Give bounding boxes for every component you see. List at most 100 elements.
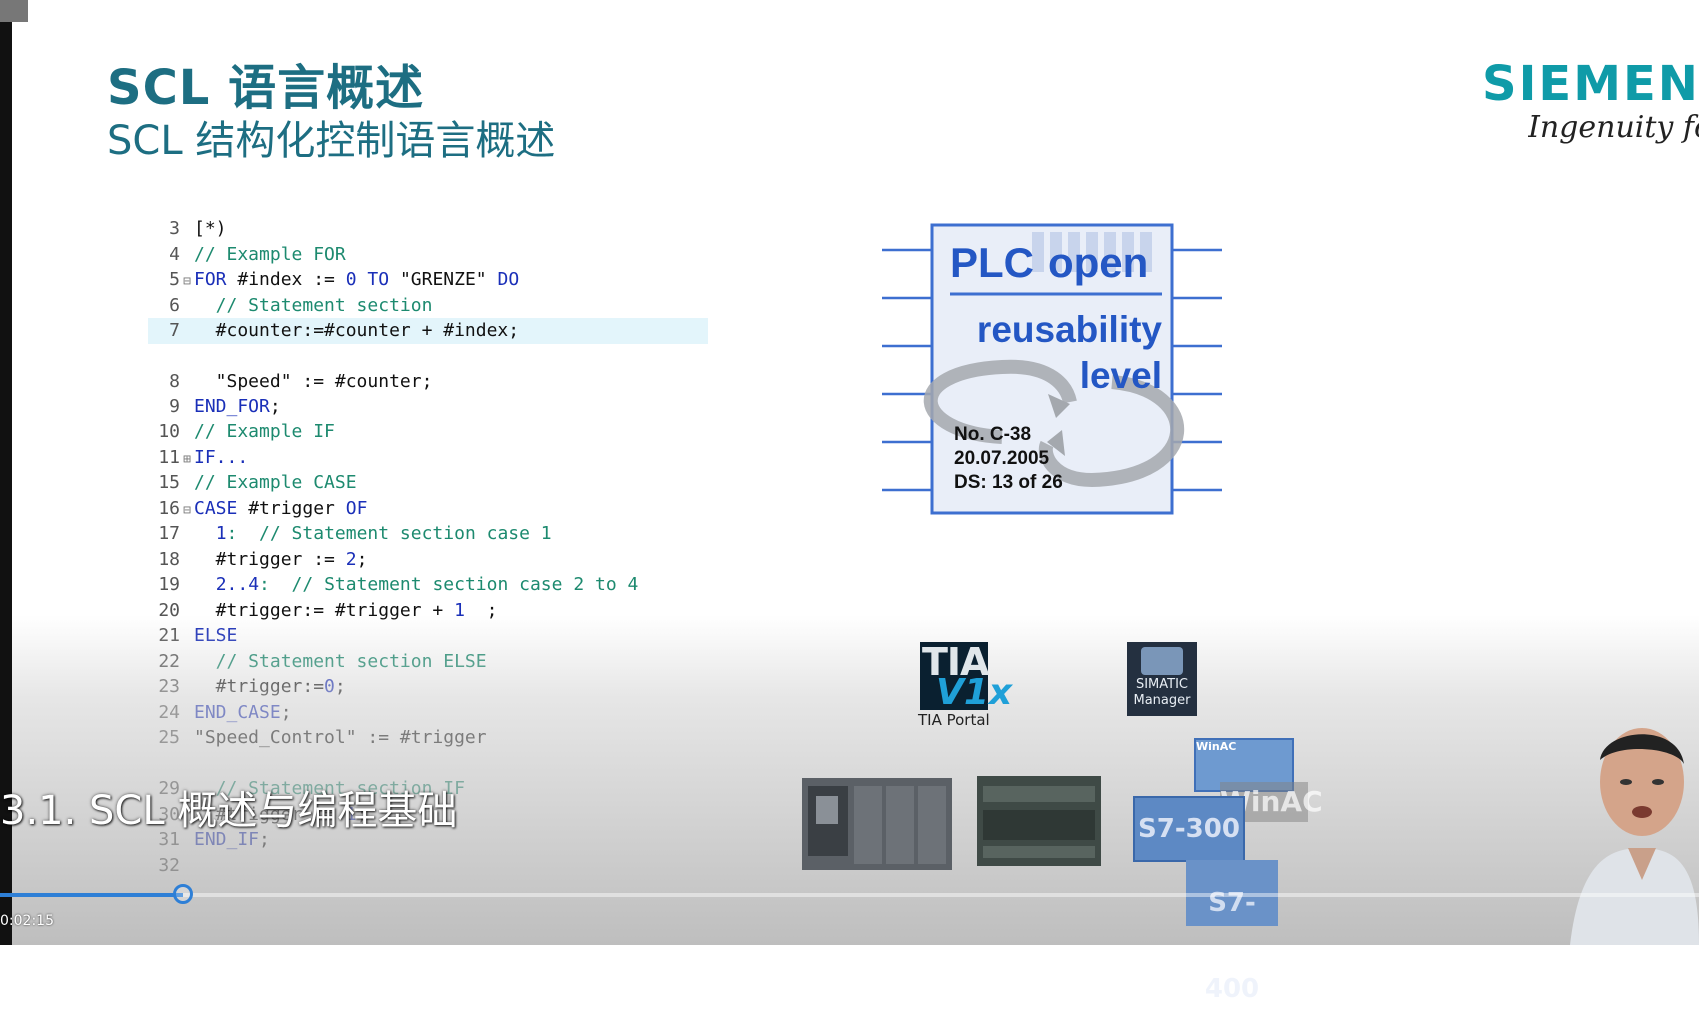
code-token [194, 523, 216, 544]
slide-title: SCL 语言概述 [107, 60, 425, 116]
progress-fill [0, 893, 183, 897]
code-token: END_FOR [194, 395, 270, 417]
code-token: END_CASE [194, 701, 281, 723]
code-token: #index := [226, 269, 346, 290]
video-caption: 3.1. SCL 概述与编程基础 [0, 788, 458, 834]
plcopen-reusability: reusability [977, 309, 1162, 350]
code-token: #trigger [237, 497, 346, 519]
code-token: // Statement section ELSE [194, 650, 487, 672]
line-number: 25 [158, 727, 180, 748]
line-number: 10 [158, 421, 180, 442]
plcopen-ds: DS: 13 of 26 [954, 472, 1063, 493]
code-token: 1 [454, 599, 465, 621]
code-token: ELSE [194, 625, 238, 646]
plcopen-level: level [1080, 355, 1162, 396]
code-token: // Example IF [194, 421, 335, 442]
code-token [357, 269, 368, 290]
code-token: // Example FOR [194, 243, 346, 265]
line-number: 19 [158, 574, 180, 595]
line-number: 8 [169, 370, 180, 392]
plcopen-word-plc: PLC [950, 239, 1034, 286]
code-token: ; [464, 599, 498, 621]
s7-400-label: S7-400 [1186, 860, 1278, 1004]
line-number: 22 [158, 650, 180, 672]
code-token: 1 [215, 523, 227, 544]
left-border [0, 0, 12, 945]
code-token: #trigger := [194, 548, 346, 570]
tia-portal-icon[interactable]: TIA V1x [920, 640, 1012, 713]
corner-tab [0, 0, 28, 22]
tia-icon-version: V1x [936, 672, 1013, 713]
code-line: 21 ELSE [148, 623, 768, 649]
siemens-tagline: Ingenuity for [1528, 110, 1699, 145]
plcopen-word-open: open [1048, 239, 1148, 286]
code-line: 4// Example FOR [148, 242, 768, 268]
line-number: 6 [169, 294, 180, 316]
code-line: 23 #trigger:=0; [148, 674, 768, 700]
fold-toggle-icon[interactable]: ⊟ [183, 502, 191, 518]
plc-s7-1500-image [802, 778, 952, 870]
plcopen-number: No. C-38 [954, 424, 1031, 445]
progress-thumb[interactable] [173, 884, 193, 904]
code-token: ; [280, 701, 292, 723]
line-number: 24 [158, 701, 180, 723]
tia-portal-label: TIA Portal [918, 711, 990, 729]
presenter-webcam [1570, 728, 1699, 945]
simatic-glyph-icon [1141, 647, 1183, 675]
code-token: [*) [194, 218, 227, 239]
code-token: ; [334, 676, 346, 697]
code-line: 15 // Example CASE [148, 470, 768, 496]
code-line: 5⊟FOR #index := 0 TO "GRENZE" DO [148, 267, 768, 293]
code-token: ; [356, 548, 368, 570]
code-token: #trigger:= [194, 676, 325, 697]
s7-300-label: S7-300 [1133, 796, 1245, 862]
winac-window: WinAC [1194, 738, 1294, 792]
code-token: OF [345, 497, 368, 519]
line-number: 9 [169, 395, 180, 417]
line-number: 11 [158, 446, 180, 468]
code-token: 0 [324, 676, 335, 697]
code-token: #counter:=#counter + #index; [194, 320, 520, 341]
code-token: DO [497, 269, 520, 290]
code-line: 20 #trigger:= #trigger + 1 ; [148, 598, 768, 624]
simatic-manager-icon[interactable]: SIMATIC Manager [1127, 642, 1197, 716]
code-token: "Speed" := #counter; [194, 370, 433, 392]
code-line: 6 // Statement section [148, 293, 768, 319]
code-line: 22 // Statement section ELSE [148, 649, 768, 675]
code-line: 9 END_FOR; [148, 394, 768, 420]
line-number: 15 [158, 472, 180, 493]
line-number: 20 [158, 599, 180, 621]
line-number: 21 [158, 625, 180, 646]
line-number: 16 [158, 497, 180, 519]
code-token: ; [269, 395, 281, 417]
progress-track[interactable] [0, 893, 1699, 897]
current-time: 0:02:15 [0, 913, 54, 929]
code-token: : // Statement section case 1 [226, 523, 552, 544]
slide-subtitle: SCL 结构化控制语言概述 [107, 118, 556, 164]
code-token: : // Statement section case 2 to 4 [259, 574, 639, 595]
code-token: CASE [194, 497, 238, 519]
code-token: // Statement section [194, 294, 433, 316]
code-line: 7 #counter:=#counter + #index; [148, 318, 708, 344]
code-token: // Example CASE [194, 472, 357, 493]
line-number: 7 [169, 320, 180, 341]
simatic-label-1: SIMATIC [1135, 677, 1189, 692]
plc-s7-1200-image [977, 776, 1101, 866]
simatic-label-2: Manager [1133, 693, 1191, 708]
siemens-logo: SIEMENS [1482, 56, 1699, 112]
code-line: 24 END_CASE; [148, 700, 768, 726]
code-token: 2 [345, 548, 357, 570]
line-number: 23 [158, 676, 180, 697]
code-line: 25"Speed_Control" := #trigger [148, 725, 768, 751]
line-number: 17 [158, 523, 180, 544]
line-number: 32 [158, 854, 180, 876]
code-line: 17 1: // Statement section case 1 [148, 521, 768, 547]
fold-toggle-icon[interactable]: ⊞ [183, 451, 191, 467]
code-line: 3[*) [148, 216, 768, 242]
code-token: TO [367, 269, 390, 290]
code-token: FOR [194, 269, 227, 290]
fold-toggle-icon[interactable]: ⊟ [183, 274, 191, 289]
code-line: 32 [148, 853, 768, 879]
code-line: 10 // Example IF [148, 419, 768, 445]
code-line [148, 751, 768, 777]
